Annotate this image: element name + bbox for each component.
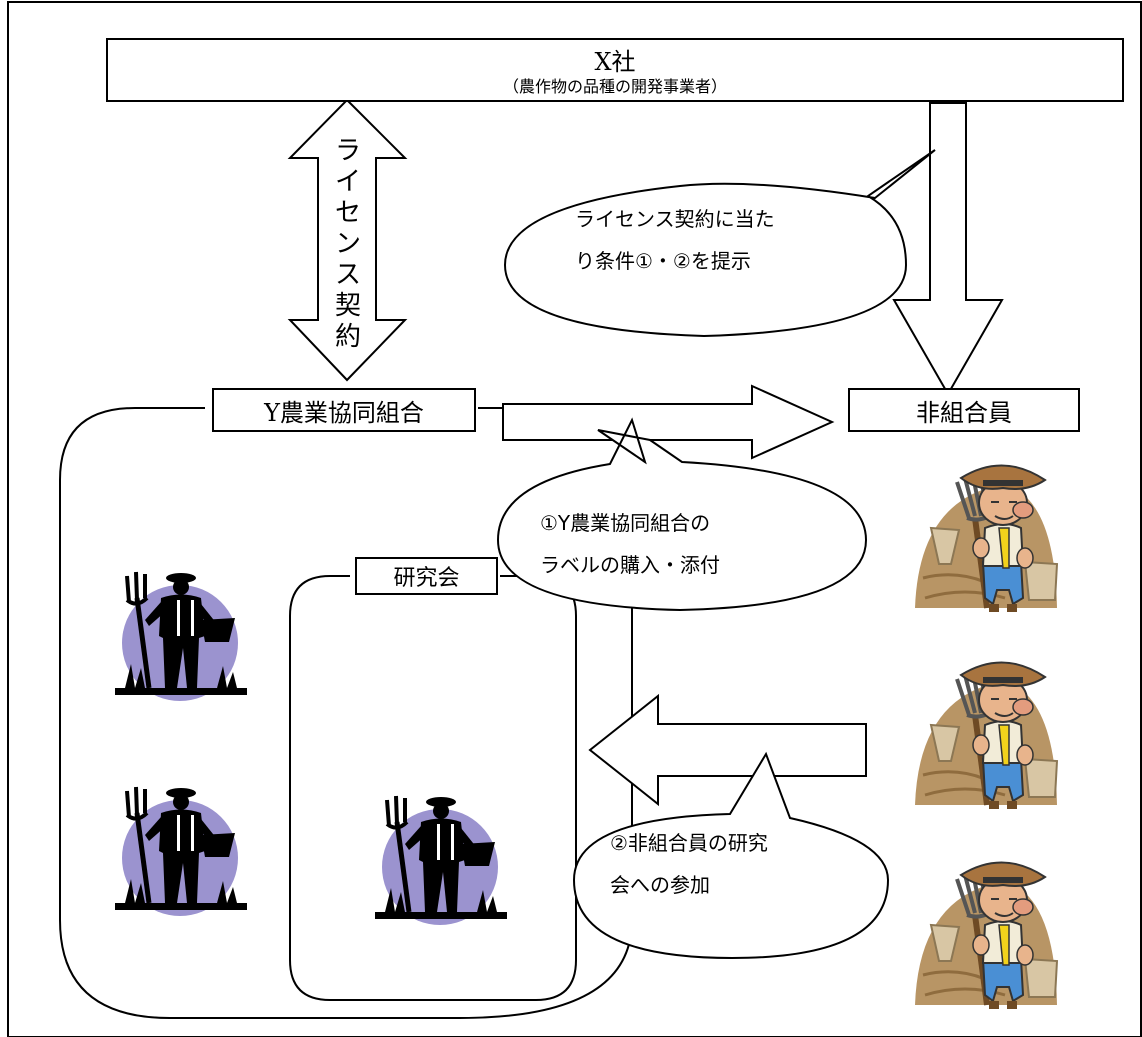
license-arrow-label: ラ イ セ ン ス 契 約 bbox=[332, 136, 364, 353]
cooperative-box: Y農業協同組合 bbox=[212, 388, 476, 432]
conditions-line-1: ライセンス契約に当た bbox=[575, 207, 775, 231]
member-farmer-icon bbox=[115, 572, 247, 701]
down-arrow-to-non-member bbox=[892, 102, 1004, 397]
study-group-box: 研究会 bbox=[355, 557, 498, 595]
license-double-arrow bbox=[287, 98, 408, 382]
label-purchase-bubble bbox=[496, 417, 868, 612]
study-participation-line-1: ②非組合員の研究 bbox=[610, 831, 768, 855]
right-arrow-to-non-member bbox=[502, 384, 835, 460]
non-member-box: 非組合員 bbox=[848, 388, 1080, 432]
non-member-farmer-icon bbox=[915, 862, 1057, 1009]
label-purchase-line-1: ①Y農業協同組合の bbox=[540, 511, 711, 535]
license-label-char: ス bbox=[334, 260, 361, 290]
license-label-char: ン bbox=[334, 229, 361, 259]
conditions-bubble-text: ライセンス契約に当た り条件①・②を提示 bbox=[575, 198, 775, 282]
study-group-region bbox=[289, 575, 577, 1001]
study-participation-line-2: 会への参加 bbox=[610, 873, 710, 897]
non-member-farmer-icon bbox=[915, 662, 1057, 809]
company-description: （農作物の品種の開発事業者） bbox=[502, 77, 727, 96]
license-label-char: セ bbox=[334, 198, 361, 228]
outer-frame bbox=[7, 1, 1142, 1037]
study-group-farmer-icon bbox=[375, 796, 507, 925]
member-farmer-icon bbox=[115, 787, 247, 916]
company-name: X社 bbox=[594, 47, 636, 76]
conditions-line-2: り条件①・②を提示 bbox=[575, 249, 751, 273]
license-label-char: 契 bbox=[334, 291, 361, 321]
study-participation-bubble-text: ②非組合員の研究 会への参加 bbox=[610, 822, 768, 906]
license-label-char: 約 bbox=[334, 322, 361, 352]
label-purchase-bubble-text: ①Y農業協同組合の ラベルの購入・添付 bbox=[540, 502, 720, 586]
label-purchase-line-2: ラベルの購入・添付 bbox=[540, 553, 720, 577]
license-label-char: イ bbox=[334, 167, 361, 197]
non-member-farmer-icon bbox=[915, 465, 1057, 612]
conditions-bubble bbox=[503, 149, 936, 338]
company-box: X社 （農作物の品種の開発事業者） bbox=[106, 38, 1124, 102]
left-arrow-to-study-group bbox=[588, 693, 867, 807]
study-participation-bubble bbox=[572, 751, 890, 960]
license-label-char: ラ bbox=[334, 136, 361, 166]
